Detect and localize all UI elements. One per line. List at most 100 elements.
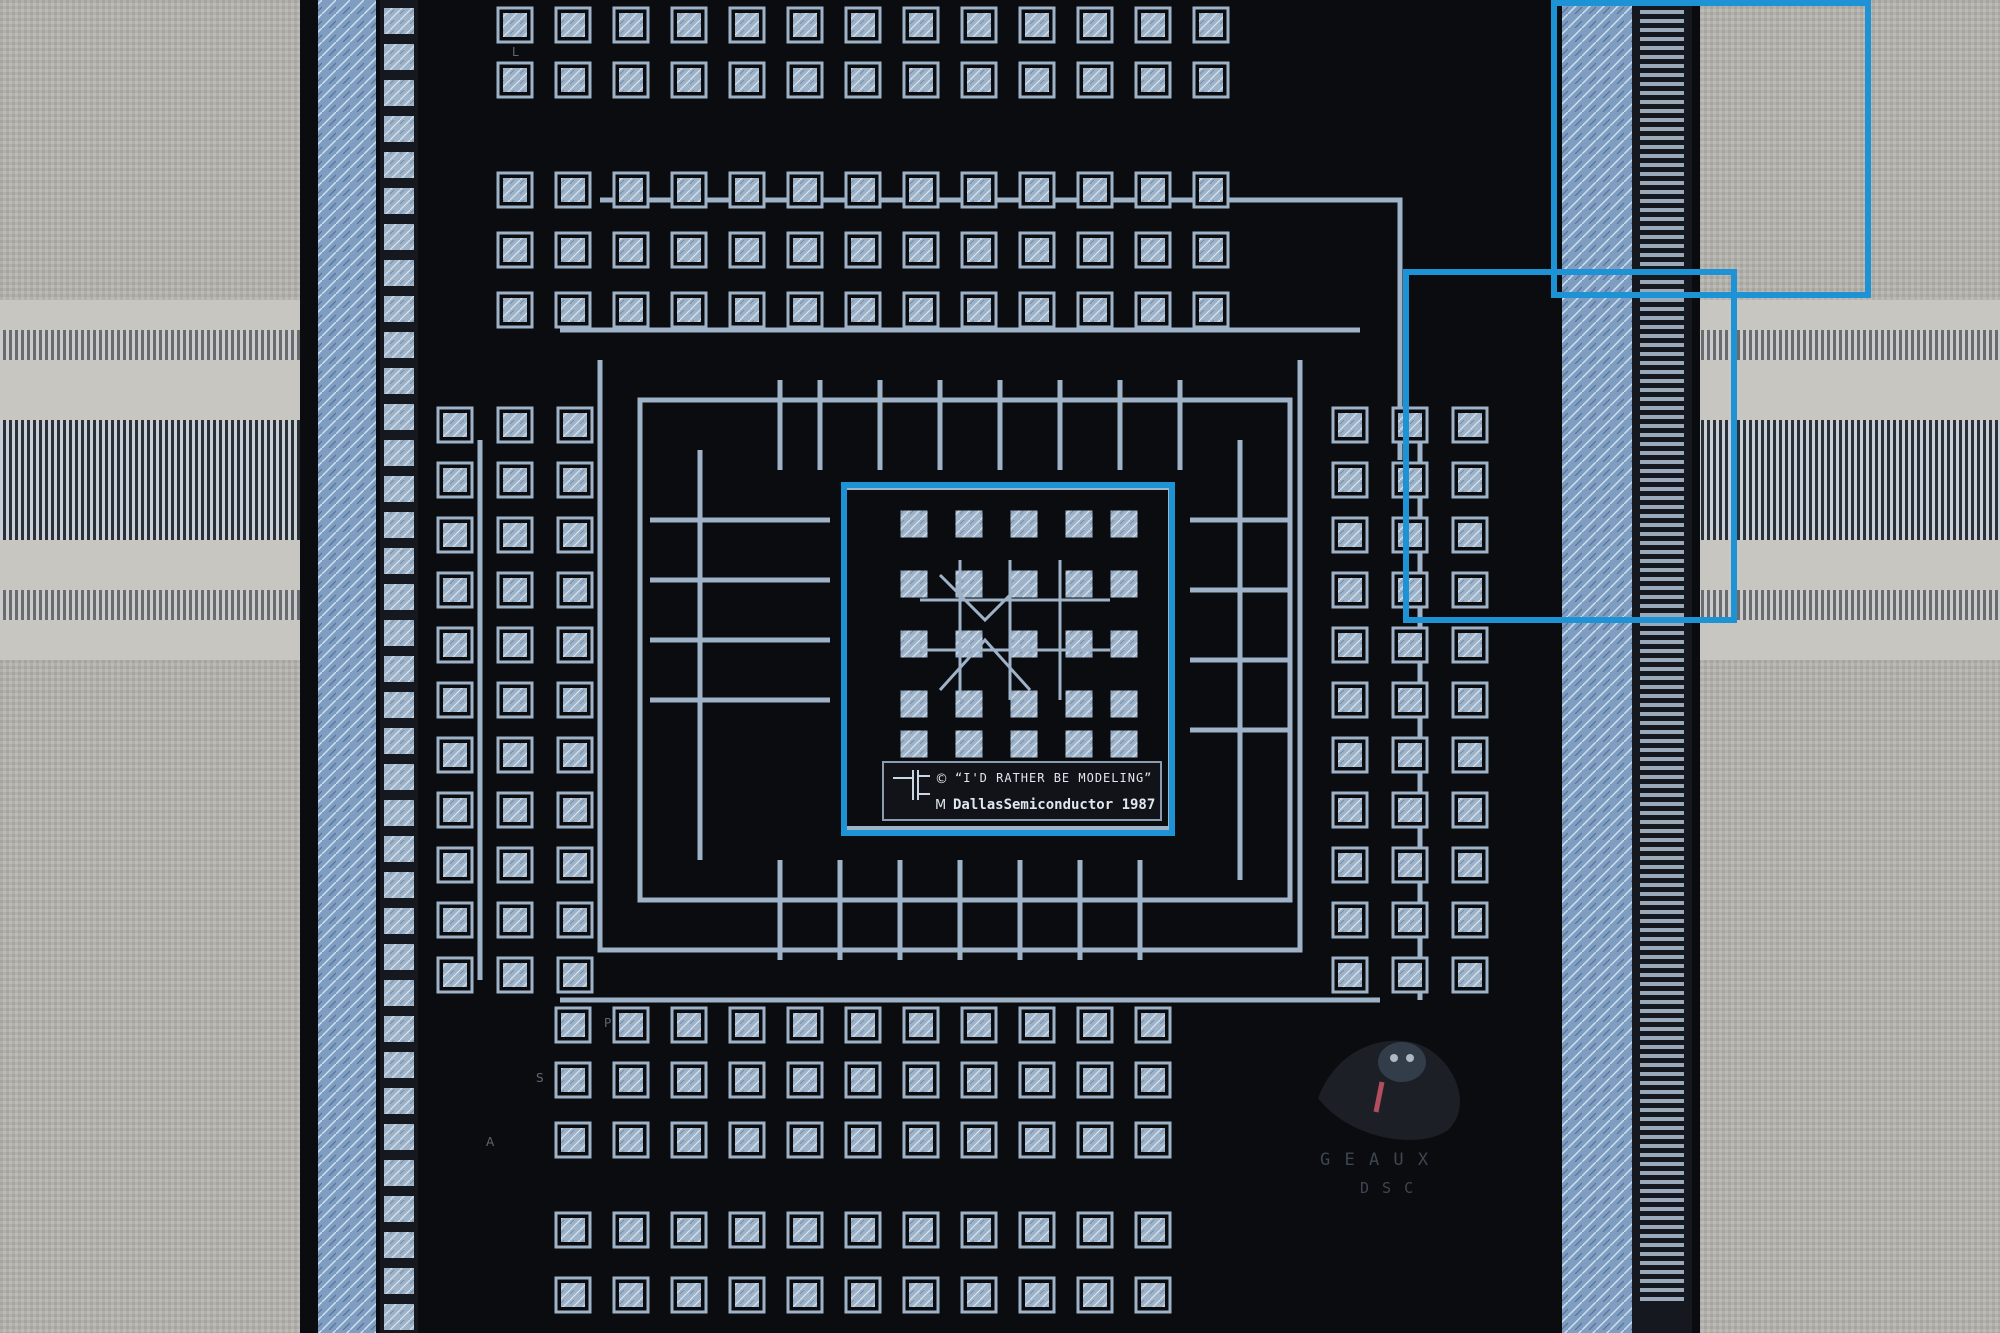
bond-pad (384, 836, 414, 862)
comb-tooth (1640, 514, 1684, 518)
comb-tooth (1640, 325, 1684, 329)
comb-tooth (1640, 1153, 1684, 1157)
contact-cell (612, 231, 650, 269)
right-stripe-band (1700, 300, 2000, 660)
contact-cell (1331, 901, 1369, 939)
trace (597, 360, 1303, 953)
contact-cell (556, 626, 594, 664)
contact-cell (496, 516, 534, 554)
contact-cell (612, 171, 650, 209)
comb-tooth (1640, 370, 1684, 374)
bond-pad (384, 1124, 414, 1150)
trace (637, 397, 1293, 903)
core-cell (1064, 569, 1094, 599)
comb-tooth (1640, 343, 1684, 347)
contact-cell (1076, 231, 1114, 269)
comb-tooth (1640, 118, 1684, 122)
contact-cell (728, 231, 766, 269)
contact-cell (902, 171, 940, 209)
bond-pad (384, 872, 414, 898)
comb-tooth (1640, 811, 1684, 815)
contact-cell (728, 1121, 766, 1159)
contact-cell (1018, 1006, 1056, 1044)
contact-cell (1076, 1006, 1114, 1044)
contact-cell (556, 406, 594, 444)
contact-cell (1451, 571, 1489, 609)
contact-cell (786, 6, 824, 44)
core-cell (1109, 689, 1139, 719)
bond-pad (384, 620, 414, 646)
contact-cell (1134, 291, 1172, 329)
bond-pad (384, 1232, 414, 1258)
contact-cell (1451, 461, 1489, 499)
comb-tooth (1640, 910, 1684, 914)
contact-cell (1391, 736, 1429, 774)
comb-tooth (1640, 676, 1684, 680)
comb-tooth (1640, 1270, 1684, 1274)
right-comb-teeth (1640, 10, 1684, 1301)
comb-tooth (1640, 883, 1684, 887)
contact-cell (844, 1061, 882, 1099)
contact-cell (1076, 1211, 1114, 1249)
contact-cell (1391, 956, 1429, 994)
mark-a: A (486, 1135, 495, 1149)
contact-cell (612, 291, 650, 329)
contact-cell (786, 61, 824, 99)
contact-cell (902, 61, 940, 99)
comb-tooth (1640, 856, 1684, 860)
comb-tooth (1640, 820, 1684, 824)
maker-symbol: M (935, 798, 946, 813)
comb-tooth (1640, 1216, 1684, 1220)
comb-tooth (1640, 1117, 1684, 1121)
comb-tooth (1640, 766, 1684, 770)
contact-cell (1018, 171, 1056, 209)
contact-cell (1018, 1121, 1056, 1159)
comb-tooth (1640, 1207, 1684, 1211)
contact-cell (496, 736, 534, 774)
contact-cell (1451, 846, 1489, 884)
contact-cell (496, 846, 534, 884)
bond-pad (384, 1052, 414, 1078)
contact-cell (554, 61, 592, 99)
bond-pad (384, 260, 414, 286)
core-cell (1109, 509, 1139, 539)
bond-pad (384, 368, 414, 394)
core-cell (1064, 729, 1094, 759)
comb-tooth (1640, 1090, 1684, 1094)
bond-pad (384, 8, 414, 34)
contact-cell (496, 6, 534, 44)
contact-cell (728, 171, 766, 209)
contact-cell (612, 1121, 650, 1159)
contact-cell (1018, 291, 1056, 329)
highlight-mid-right-box (1403, 269, 1737, 623)
bond-pad (384, 944, 414, 970)
core-cell (1009, 729, 1039, 759)
contact-cell (436, 846, 474, 884)
core-cell (899, 569, 929, 599)
contact-cell (1192, 6, 1230, 44)
comb-tooth (1640, 244, 1684, 248)
comb-tooth (1640, 1000, 1684, 1004)
contact-cell (436, 736, 474, 774)
comb-tooth (1640, 397, 1684, 401)
comb-tooth (1640, 802, 1684, 806)
contact-cell (1134, 61, 1172, 99)
contact-cell (1331, 736, 1369, 774)
comb-tooth (1640, 685, 1684, 689)
contact-cell (612, 61, 650, 99)
comb-tooth (1640, 379, 1684, 383)
comb-tooth (1640, 109, 1684, 113)
contact-cell (1134, 1276, 1172, 1314)
comb-tooth (1640, 1297, 1684, 1301)
contact-cell (1451, 406, 1489, 444)
contact-cell (1331, 406, 1369, 444)
contact-cell (436, 626, 474, 664)
comb-tooth (1640, 838, 1684, 842)
bond-pad (384, 1160, 414, 1186)
comb-tooth (1640, 1180, 1684, 1184)
contact-cell (556, 901, 594, 939)
contact-cell (786, 1121, 824, 1159)
contact-cell (670, 231, 708, 269)
contact-cell (1018, 1061, 1056, 1099)
bond-pad (384, 332, 414, 358)
